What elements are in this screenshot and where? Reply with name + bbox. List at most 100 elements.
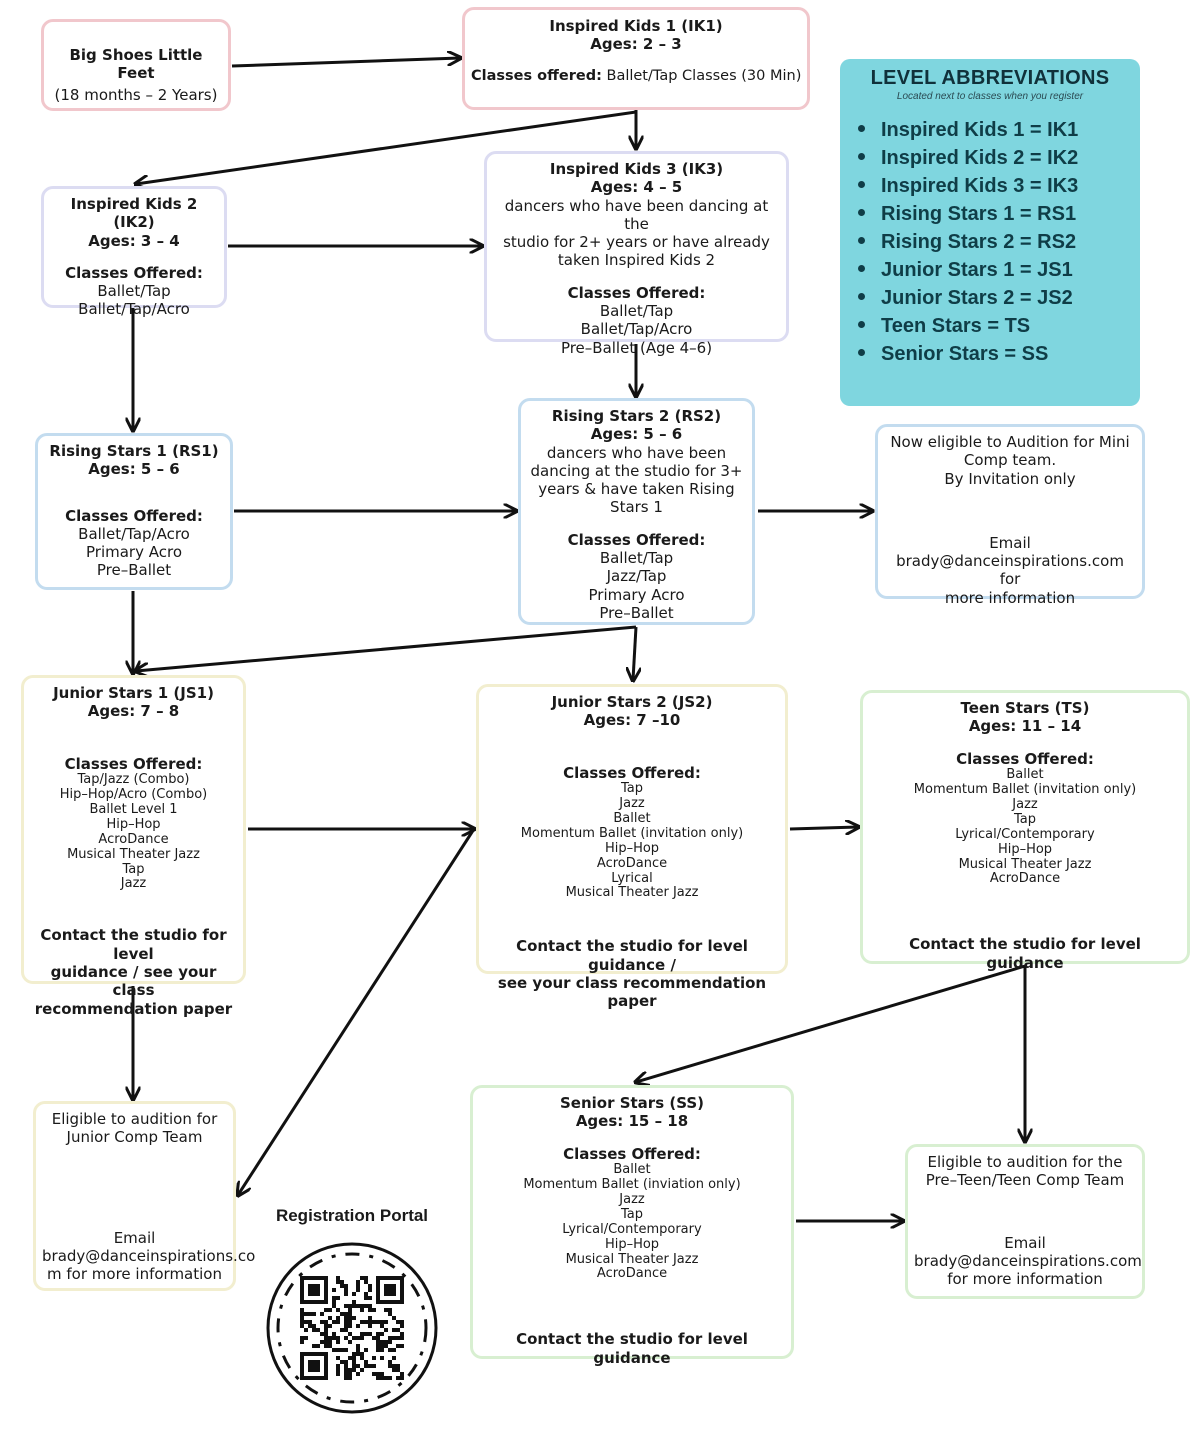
ts-class: Tap [1013, 811, 1036, 827]
ik3-desc-line: studio for 2+ years or have already [503, 233, 770, 252]
js2-title: Junior Stars 2 (JS2) [551, 693, 713, 711]
bullet-icon [858, 265, 865, 273]
ik3-ages: Ages: 4 – 5 [590, 178, 683, 197]
junior-comp-email-line: brady@danceinspirations.co [42, 1246, 256, 1265]
ik1-title: Inspired Kids 1 (IK1) [549, 17, 723, 35]
junior-comp-email-line: m for more information [47, 1265, 222, 1284]
rs2-class: Pre–Ballet [599, 603, 674, 622]
js2-box: Junior Stars 2 (JS2) Ages: 7 –10 Classes… [476, 684, 788, 1010]
legend-list: Inspired Kids 1 = IK1 Inspired Kids 2 = … [850, 116, 1130, 368]
ik3-desc-line: taken Inspired Kids 2 [557, 251, 716, 270]
mini-comp-box: Now eligible to Audition for Mini Comp t… [875, 424, 1145, 607]
ts-class: Momentum Ballet (invitation only) [913, 781, 1137, 797]
rs1-class: Ballet/Tap/Acro [78, 524, 190, 543]
ts-box: Teen Stars (TS) Ages: 11 – 14 Classes Of… [860, 690, 1190, 972]
ts-class: Hip–Hop [997, 841, 1053, 857]
js1-title: Junior Stars 1 (JS1) [53, 684, 214, 702]
ss-classes-label: Classes Offered: [563, 1144, 701, 1163]
ts-class: Musical Theater Jazz [958, 856, 1092, 872]
rs2-class: Ballet/Tap [599, 549, 674, 568]
js1-ages: Ages: 7 – 8 [87, 702, 180, 721]
rs1-title: Rising Stars 1 (RS1) [49, 442, 219, 460]
ik3-title: Inspired Kids 3 (IK3) [549, 160, 724, 178]
js1-class: Hip–Hop [106, 816, 161, 832]
rs2-box: Rising Stars 2 (RS2) Ages: 5 – 6 dancers… [518, 398, 755, 625]
js2-class: Momentum Ballet (invitation only) [520, 825, 744, 841]
ss-class: Lyrical/Contemporary [562, 1221, 702, 1237]
ss-title: Senior Stars (SS) [559, 1094, 704, 1112]
js2-class: Hip–Hop [604, 840, 660, 856]
arrow-js2-juniorcomp [238, 828, 476, 1195]
teen-comp-email-line: Email [1004, 1233, 1046, 1252]
rs1-ages: Ages: 5 – 6 [88, 460, 180, 479]
legend-item: Junior Stars 1 = JS1 [858, 256, 1130, 284]
qr-code-icon[interactable] [266, 1242, 438, 1414]
rs2-class: Jazz/Tap [606, 567, 667, 586]
mini-comp-line: Comp team. [963, 451, 1057, 470]
legend-item: Rising Stars 1 = RS1 [858, 200, 1130, 228]
rs2-class: Primary Acro [588, 585, 685, 604]
mini-comp-email-line: more information [944, 588, 1076, 607]
js1-class: Tap [122, 861, 145, 877]
arrow-ts-ss [636, 964, 1026, 1082]
legend-item: Senior Stars = SS [858, 340, 1130, 368]
js1-class: Hip–Hop/Acro (Combo) [59, 786, 208, 802]
ts-class: Ballet [1006, 766, 1044, 782]
legend-item: Inspired Kids 3 = IK3 [858, 172, 1130, 200]
level-abbreviations-panel: LEVEL ABBREVIATIONS Located next to clas… [840, 59, 1140, 406]
ik2-box: Inspired Kids 2 (IK2) Ages: 3 – 4 Classe… [41, 186, 227, 318]
arrow-bigshoes-ik1 [231, 58, 460, 68]
rs2-ages: Ages: 5 – 6 [590, 425, 683, 444]
js1-class: Jazz [120, 876, 147, 892]
arrow-ik1-ik2 [136, 110, 637, 184]
js2-classes-label: Classes Offered: [563, 763, 701, 782]
teen-comp-email-line: for more information [947, 1270, 1103, 1289]
junior-comp-line: Junior Comp Team [66, 1128, 203, 1147]
legend-item: Teen Stars = TS [858, 312, 1130, 340]
big-shoes-title: Big Shoes Little Feet [69, 46, 203, 83]
js1-contact-line: Contact the studio for level [40, 926, 227, 963]
ik3-desc-line: dancers who have been dancing at the [504, 196, 769, 233]
ts-contact: Contact the studio for level guidance [909, 935, 1141, 972]
ts-class: Lyrical/Contemporary [955, 826, 1095, 842]
ss-contact: Contact the studio for level guidance [516, 1330, 748, 1367]
ts-class: AcroDance [989, 871, 1061, 887]
js1-contact-line: recommendation paper [34, 999, 233, 1018]
js1-class: Ballet Level 1 [89, 801, 178, 817]
ts-ages: Ages: 11 – 14 [968, 717, 1082, 736]
big-shoes-box: Big Shoes Little Feet (18 months – 2 Yea… [41, 19, 231, 111]
teen-comp-line: Pre–Teen/Teen Comp Team [925, 1171, 1125, 1190]
mini-comp-line: Now eligible to Audition for Mini [890, 433, 1130, 451]
bullet-icon [858, 153, 865, 161]
ik1-classes-label: Classes offered: [471, 67, 602, 84]
js2-ages: Ages: 7 –10 [583, 711, 681, 730]
rs2-desc-line: years & have taken Rising [538, 480, 735, 499]
teen-comp-line: Eligible to audition for the [927, 1153, 1123, 1171]
ss-class: Jazz [619, 1191, 645, 1207]
js2-class: Ballet [613, 810, 651, 826]
js2-class: AcroDance [596, 855, 668, 871]
legend-item: Inspired Kids 2 = IK2 [858, 144, 1130, 172]
ss-class: AcroDance [596, 1266, 668, 1282]
bullet-icon [858, 181, 865, 189]
bullet-icon [858, 293, 865, 301]
js1-class: Tap/Jazz (Combo) [77, 771, 190, 787]
legend-item: Rising Stars 2 = RS2 [858, 228, 1130, 256]
js2-class: Musical Theater Jazz [565, 885, 699, 901]
ss-class: Ballet [613, 1161, 651, 1177]
ik1-classes: Ballet/Tap Classes (30 Min) [606, 67, 802, 84]
bullet-icon [858, 349, 865, 357]
arrow-rs2-js1 [136, 625, 637, 671]
rs2-desc-line: dancers who have been [546, 443, 727, 462]
junior-comp-line: Eligible to audition for [51, 1110, 218, 1128]
junior-comp-box: Eligible to audition for Junior Comp Tea… [33, 1101, 256, 1291]
ik2-class: Ballet/Tap [97, 282, 171, 301]
legend-item: Inspired Kids 1 = IK1 [858, 116, 1130, 144]
rs2-desc-line: dancing at the studio for 3+ [530, 461, 743, 480]
js1-class: AcroDance [98, 831, 169, 847]
teen-comp-box: Eligible to audition for the Pre–Teen/Te… [905, 1144, 1145, 1299]
js2-class: Tap [620, 780, 643, 796]
ss-class: Tap [620, 1206, 643, 1222]
ik2-classes-label: Classes Offered: [65, 263, 203, 282]
js1-class: Musical Theater Jazz [67, 846, 200, 862]
